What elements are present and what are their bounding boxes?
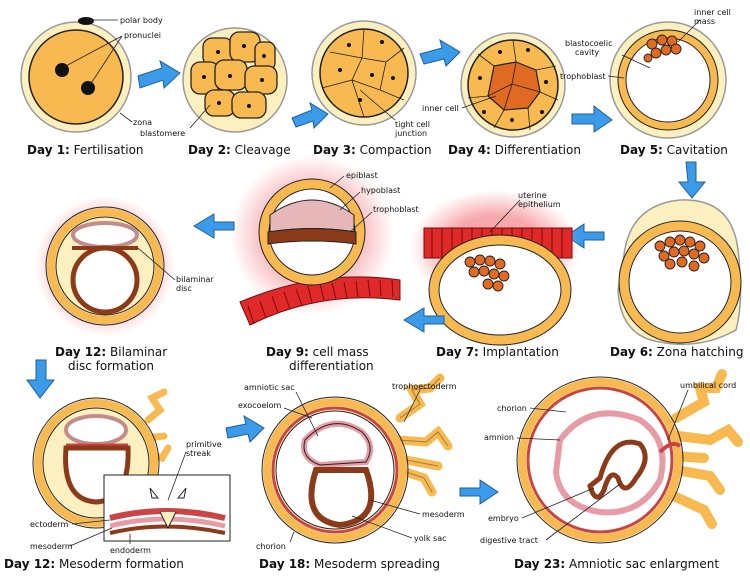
stage-day5-blastocyst: inner cell mass blastocoelic cavity trop… — [560, 8, 731, 139]
caption-day9-line2: differentiation — [289, 359, 374, 373]
label-endoderm: endoderm — [110, 546, 151, 555]
polar-body — [78, 17, 94, 25]
stage-day23: umbilical cord chorion amnion embryo dig… — [480, 369, 743, 545]
label-inner-cell-mass-1: inner cell — [694, 8, 731, 17]
caption-day5: Day 5: Cavitation — [620, 143, 728, 157]
arrow-12-to-12b — [26, 359, 56, 399]
label-primitive: primitive — [186, 440, 222, 449]
label-trophoblast-9: trophoblast — [373, 205, 419, 214]
arrow-5-to-6 — [677, 161, 707, 199]
inner-cell-mass-6 — [654, 234, 710, 272]
label-amniotic-sac: amniotic sac — [244, 383, 295, 392]
label-exocoelom: exocoelom — [238, 401, 281, 410]
arrow-2-to-3 — [291, 101, 329, 130]
label-trophoblast: trophoblast — [560, 72, 606, 81]
label-umbilical-cord: umbilical cord — [680, 381, 736, 390]
captions: Day 1: Fertilisation Day 2: Cleavage Day… — [4, 143, 743, 571]
label-digestive-tract: digestive tract — [480, 536, 538, 545]
label-streak: streak — [186, 449, 211, 458]
stage-day4-morula: inner cell — [422, 32, 566, 138]
label-uterine: uterine — [518, 191, 547, 200]
arrow-9-to-12 — [193, 213, 235, 239]
caption-day18: Day 18: Mesoderm spreading — [259, 557, 440, 571]
label-inner-cell-mass-2: mass — [694, 17, 715, 26]
stage-day12-mesoderm: primitive streak ectoderm mesoderm endod… — [30, 388, 231, 555]
label-inner-cell: inner cell — [422, 104, 459, 113]
uterine-epithelium-9 — [239, 276, 401, 326]
label-trophoectoderm: trophoectoderm — [392, 382, 457, 391]
arrow-7-to-9 — [403, 307, 445, 333]
caption-day6: Day 6: Zona hatching — [610, 345, 743, 359]
label-zona: zona — [133, 118, 152, 127]
label-embryo: embryo — [488, 514, 519, 523]
label-chorion-18: chorion — [256, 542, 286, 551]
caption-day7: Day 7: Implantation — [436, 345, 559, 359]
label-junction: junction — [394, 129, 427, 138]
stage-day7-implantation: uterine epithelium — [410, 190, 580, 346]
label-mesoderm-12: mesoderm — [30, 542, 73, 551]
label-disc: disc — [176, 284, 192, 293]
caption-day9: Day 9: cell mass — [266, 345, 369, 359]
stage-day9-differentiation: epiblast hypoblast trophoblast — [230, 155, 419, 326]
caption-day1: Day 1: Fertilisation — [27, 143, 144, 157]
label-bilaminar: bilaminar — [176, 275, 214, 284]
pronucleus-right — [81, 81, 95, 95]
inset-germ-layers — [109, 508, 226, 535]
label-epiblast: epiblast — [346, 171, 378, 180]
label-mesoderm-18: mesoderm — [422, 510, 465, 519]
caption-day23: Day 23: Amniotic sac enlargment — [514, 557, 719, 571]
label-chorion-23: chorion — [497, 404, 527, 413]
label-amnion: amnion — [484, 433, 514, 442]
arrow-1-to-2 — [137, 59, 181, 90]
caption-day12a-line2: disc formation — [68, 359, 154, 373]
caption-day12a: Day 12: Bilaminar — [55, 345, 167, 359]
stage-day1-zygote: polar body pronuclei zona — [20, 16, 163, 133]
inner-cell-mass-7 — [464, 254, 510, 292]
arrow-18-to-23 — [459, 479, 499, 505]
arrow-4-to-5 — [571, 104, 613, 133]
label-epithelium: epithelium — [518, 200, 561, 209]
inner-cell-mass — [643, 34, 682, 63]
arrow-12-to-18 — [225, 414, 265, 443]
label-blastomere: blastomere — [140, 129, 185, 138]
label-ectoderm: ectoderm — [30, 520, 69, 529]
caption-day4: Day 4: Differentiation — [448, 143, 581, 157]
label-hypoblast: hypoblast — [361, 186, 400, 195]
caption-day2: Day 2: Cleavage — [188, 143, 291, 157]
label-pronuclei: pronuclei — [124, 31, 161, 40]
arrow-3-to-4 — [419, 38, 461, 67]
stage-day3-compaction: tight cell junction — [311, 20, 430, 138]
label-tight-cell: tight cell — [395, 120, 430, 129]
stage-day6-hatching — [617, 199, 742, 345]
caption-day12b: Day 12: Mesoderm formation — [4, 557, 184, 571]
stage-day18: amniotic sac exocoelom trophoectoderm me… — [238, 373, 465, 551]
caption-day3: Day 3: Compaction — [313, 143, 432, 157]
label-blastocoelic-1: blastocoelic — [565, 39, 612, 48]
stage-day12-bilaminar: bilaminar disc — [35, 196, 214, 336]
label-polar-body: polar body — [120, 16, 163, 25]
label-yolk-sac: yolk sac — [414, 534, 447, 543]
stage-day2-cleavage: blastomere — [140, 27, 288, 138]
label-blastocoelic-2: cavity — [575, 48, 599, 57]
